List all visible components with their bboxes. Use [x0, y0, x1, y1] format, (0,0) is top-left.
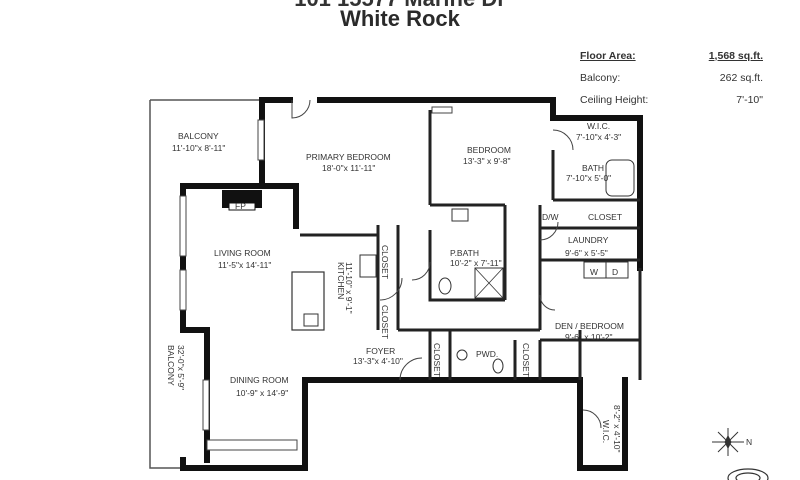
room-name: LAUNDRY: [568, 235, 609, 245]
room-name: P.BATH: [450, 248, 479, 258]
compass-label: N: [746, 437, 752, 447]
logo-icon: [727, 468, 769, 480]
room-dims: 8'-2" x 4'-10": [612, 405, 622, 453]
room-name: LIVING ROOM: [214, 248, 271, 258]
stat-value: 262 sq.ft.: [719, 72, 763, 84]
city-title: White Rock: [340, 6, 460, 31]
dryer: [605, 261, 629, 279]
fp-label: FP: [235, 201, 246, 211]
kitchen-island: [291, 271, 325, 331]
room-name: KITCHEN: [336, 262, 346, 299]
stove: [359, 254, 377, 278]
room-dims: 32'-0"x 5'-9": [176, 345, 186, 390]
pwd-sink: [456, 349, 468, 361]
dryer-label: D: [612, 267, 618, 277]
room-name: FOYER: [366, 346, 395, 356]
room-dims: 9'-6" x 10'-2": [565, 332, 613, 342]
room-dims: 9'-6" x 5'-5": [565, 248, 608, 258]
room-name: W.I.C.: [587, 121, 610, 131]
doors: [291, 99, 602, 429]
room-dims: 11'-5"x 14'-11": [218, 260, 271, 270]
room-labels: BALCONY 11'-10"x 8'-11" PRIMARY BEDROOM …: [166, 121, 624, 453]
stat-ceiling-height: Ceiling Height: 7'-10": [580, 94, 763, 116]
room-dims: 18'-0"x 11'-11": [322, 163, 375, 173]
room-dims: 11'-10"x 8'-11": [172, 143, 225, 153]
room-name: PRIMARY BEDROOM: [306, 152, 391, 162]
shower: [474, 267, 504, 299]
room-dims: 11'-10" x 9'-1": [344, 262, 354, 314]
stat-floor-area: Floor Area: 1,568 sq.ft.: [580, 50, 763, 72]
stat-label: Floor Area:: [580, 50, 636, 62]
stat-balcony: Balcony: 262 sq.ft.: [580, 72, 763, 94]
sink: [303, 313, 319, 327]
address-title: 101 15577 Marine Dr: [0, 0, 800, 12]
room-name: PWD.: [476, 349, 498, 359]
room-name: BALCONY: [166, 345, 176, 386]
room-name: CLOSET: [432, 343, 442, 377]
balconies: [149, 99, 262, 469]
room-name: CLOSET: [588, 212, 622, 222]
room-dims: 7'-10"x 5'-0": [566, 173, 611, 183]
vanity: [451, 208, 469, 222]
room-dims: 7'-10"x 4'-3": [576, 132, 621, 142]
room-name: CLOSET: [380, 305, 390, 339]
room-name: D/W: [542, 212, 559, 222]
room-name: CLOSET: [521, 343, 531, 377]
room-name: BATH: [582, 163, 604, 173]
area-stats: Floor Area: 1,568 sq.ft. Balcony: 262 sq…: [580, 50, 763, 116]
bathtub: [605, 159, 635, 197]
stat-label: Balcony:: [580, 72, 621, 84]
room-name: BEDROOM: [467, 145, 511, 155]
room-name: W.I.C.: [601, 420, 611, 443]
washer-label: W: [590, 267, 598, 277]
room-dims: 13'-3"x 4'-10": [353, 356, 403, 366]
exterior-walls: [180, 97, 643, 471]
stat-label: Ceiling Height:: [580, 94, 649, 106]
toilet-pwd: [492, 358, 504, 374]
stat-value: 1,568 sq.ft.: [708, 50, 763, 62]
fireplace-inner: [228, 202, 256, 211]
compass-icon: [712, 428, 744, 456]
toilet: [438, 277, 452, 295]
stat-value: 7'-10": [736, 94, 763, 106]
interior-walls: [300, 110, 642, 380]
room-name: BALCONY: [178, 131, 219, 141]
windows: [179, 106, 453, 451]
room-dims: 13'-3" x 9'-8": [463, 156, 511, 166]
room-name: CLOSET: [380, 245, 390, 279]
room-name: DEN / BEDROOM: [555, 321, 624, 331]
room-dims: 10'-2" x 7'-11": [450, 258, 502, 268]
room-dims: 10'-9" x 14'-9": [236, 388, 288, 398]
room-name: DINING ROOM: [230, 375, 289, 385]
